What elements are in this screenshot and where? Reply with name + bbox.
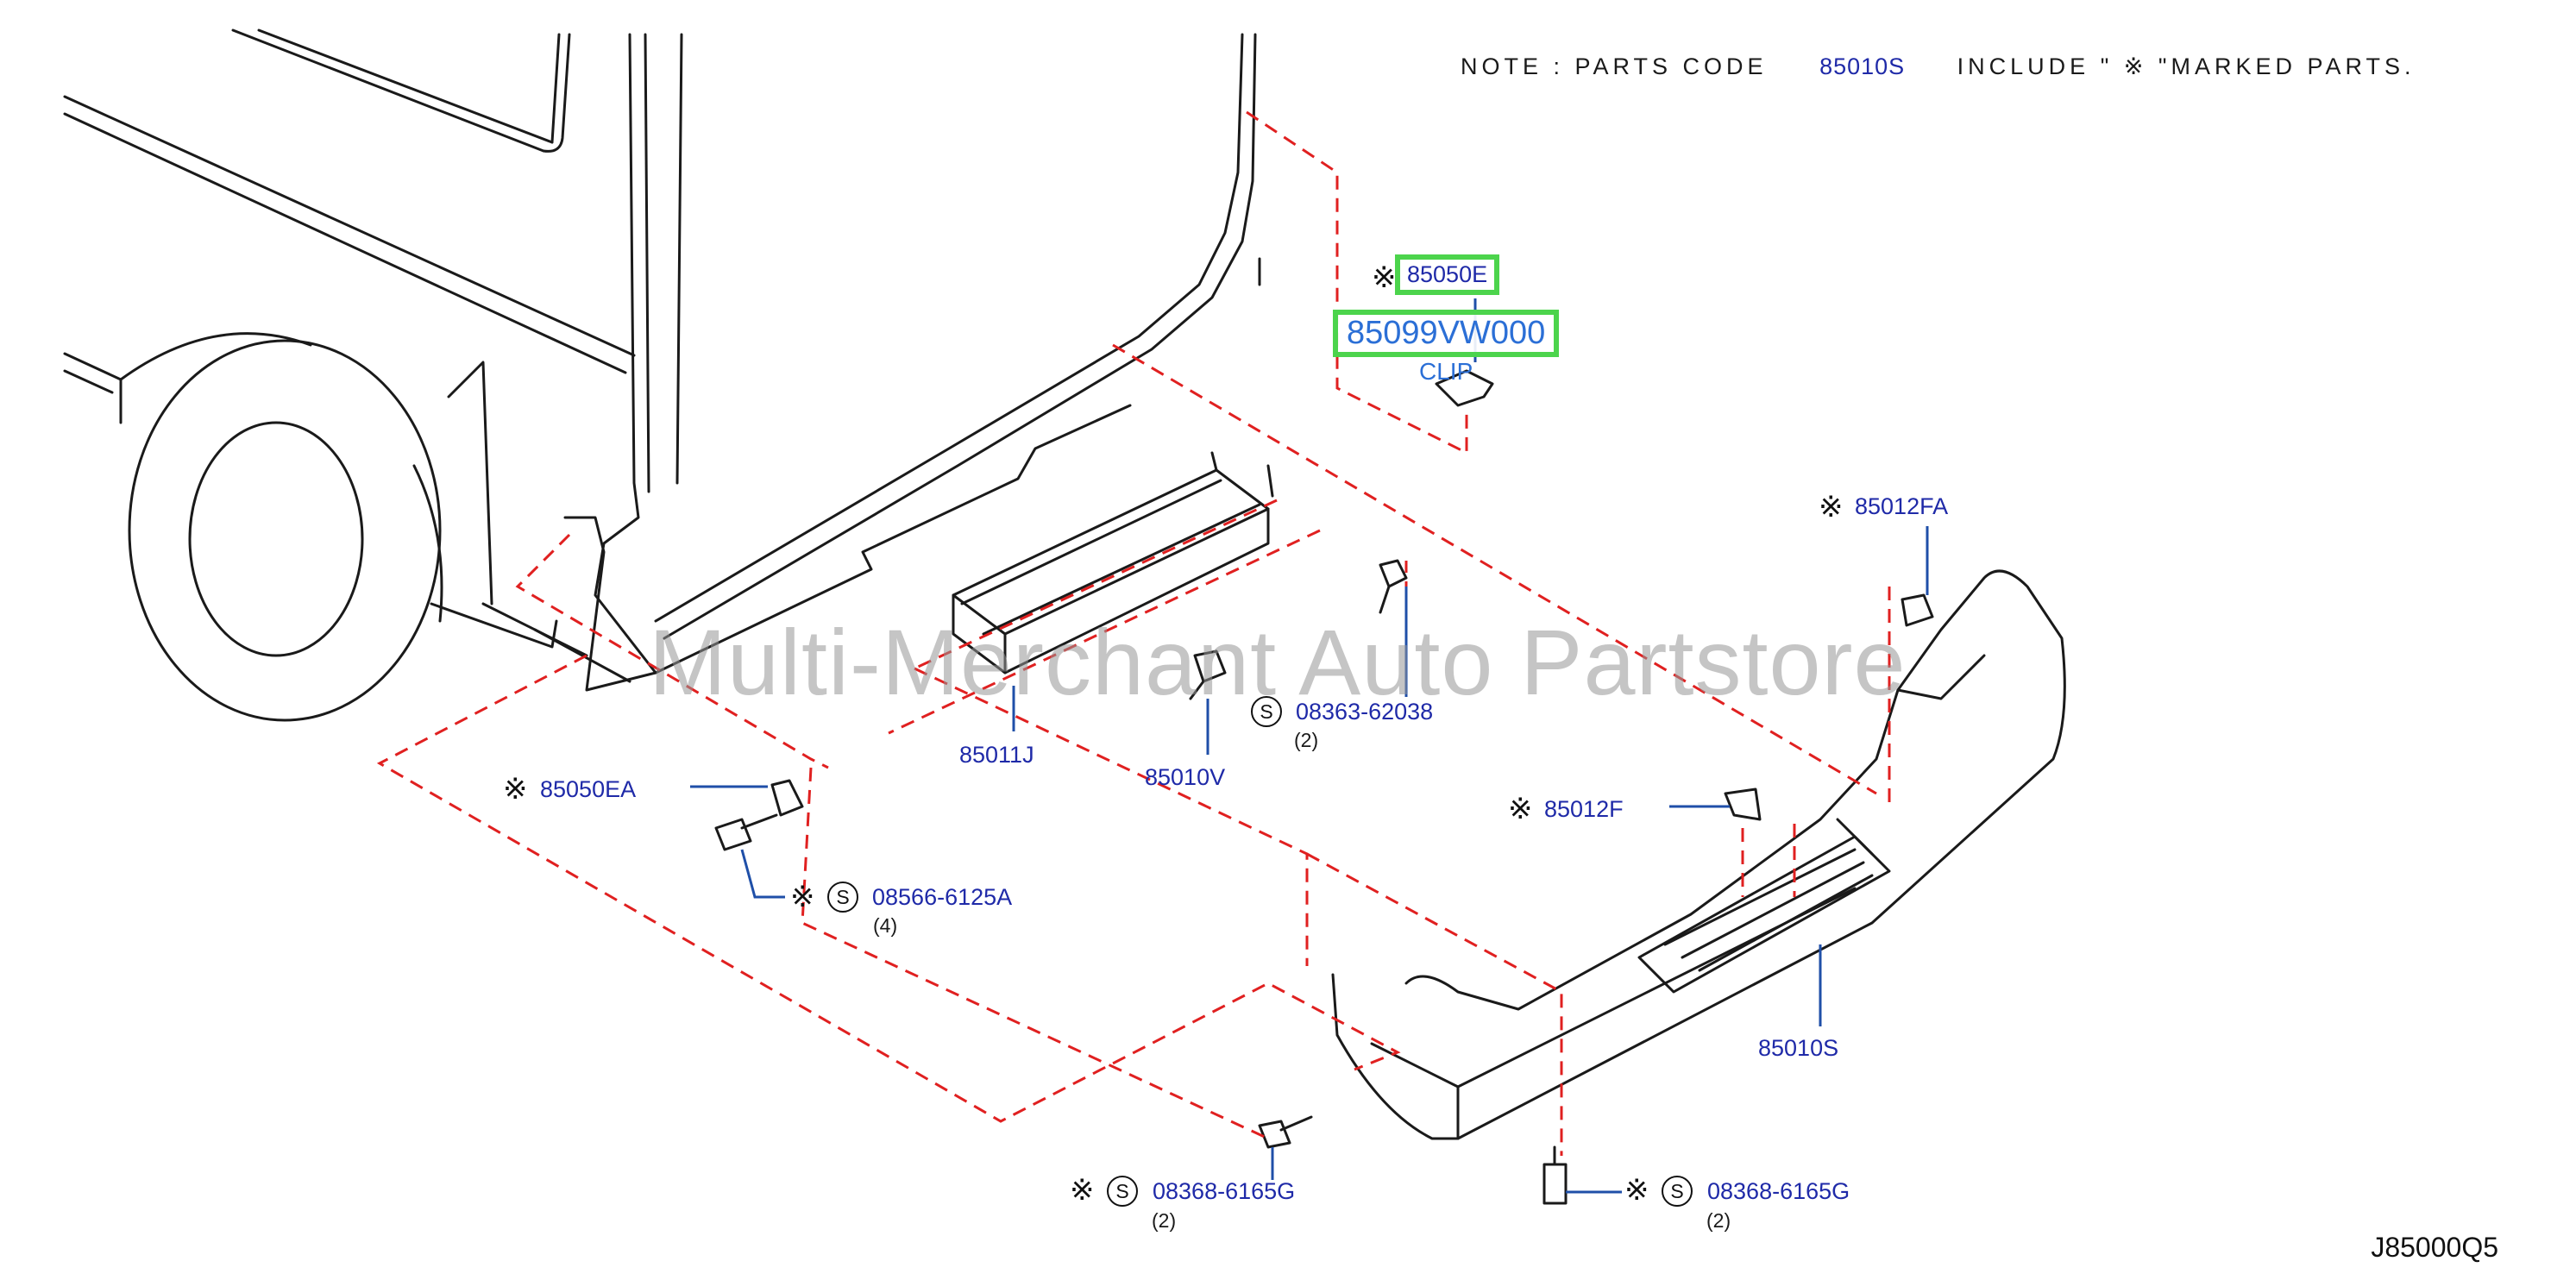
hardware-parts (714, 369, 1934, 1205)
wheel (119, 332, 558, 722)
quantity-label: (2) (1152, 1209, 1177, 1232)
note-prefix: NOTE : PARTS CODE (1461, 53, 1768, 79)
standard-part-symbol: S (1107, 1176, 1138, 1207)
leader-lines (690, 298, 1929, 1194)
part-code-08566-6125A[interactable]: 08566-6125A (872, 884, 1013, 910)
part-code-08368-6165G-right[interactable]: 08368-6165G (1707, 1178, 1850, 1204)
clip-label: CLIP (1419, 358, 1473, 385)
part-code-85012FA[interactable]: 85012FA (1855, 493, 1949, 519)
marked-symbol: ※ (503, 773, 528, 806)
callout-85099VW000-highlight[interactable]: 85099VW000 (1333, 310, 1560, 357)
note-suffix: INCLUDE " ※ "MARKED PARTS. (1957, 53, 2416, 79)
part-code-85010S[interactable]: 85010S (1758, 1035, 1839, 1061)
vehicle-body-outline (63, 28, 1261, 692)
marked-symbol: ※ (1070, 1174, 1095, 1207)
rear-bumper-shape (1331, 569, 2066, 1140)
standard-part-symbol: S (1251, 696, 1282, 727)
watermark: Multi-Merchant Auto Partstore (649, 610, 1907, 714)
marked-symbol: ※ (1372, 261, 1397, 294)
part-code-08363-62038[interactable]: 08363-62038 (1296, 699, 1434, 725)
part-code-85011J[interactable]: 85011J (959, 742, 1034, 768)
step-bracket-shape (952, 451, 1274, 675)
marked-symbol: ※ (1819, 491, 1844, 524)
callout-85050E-highlight[interactable]: 85050E (1395, 254, 1500, 295)
note-text: NOTE : PARTS CODE 85010S INCLUDE " ※ "MA… (1461, 53, 2416, 80)
standard-part-symbol: S (1662, 1176, 1693, 1207)
quantity-label: (2) (1706, 1209, 1731, 1232)
assembly-lines (376, 110, 1891, 1156)
part-code-85012F[interactable]: 85012F (1544, 796, 1624, 822)
marked-symbol: ※ (790, 881, 815, 913)
note-parts-code[interactable]: 85010S (1819, 53, 1906, 79)
marked-symbol: ※ (1624, 1174, 1649, 1207)
figure-reference: J85000Q5 (2371, 1232, 2498, 1263)
marked-symbol: ※ (1508, 793, 1533, 825)
part-code-85050E: 85050E (1407, 261, 1488, 287)
part-code-85010V[interactable]: 85010V (1145, 764, 1226, 790)
part-code-08368-6165G[interactable]: 08368-6165G (1153, 1178, 1296, 1204)
part-code-85050EA[interactable]: 85050EA (540, 776, 637, 802)
quantity-label: (2) (1294, 729, 1319, 751)
standard-part-symbol: S (827, 882, 858, 913)
quantity-label: (4) (873, 914, 898, 937)
part-code-85099VW000: 85099VW000 (1347, 315, 1546, 351)
